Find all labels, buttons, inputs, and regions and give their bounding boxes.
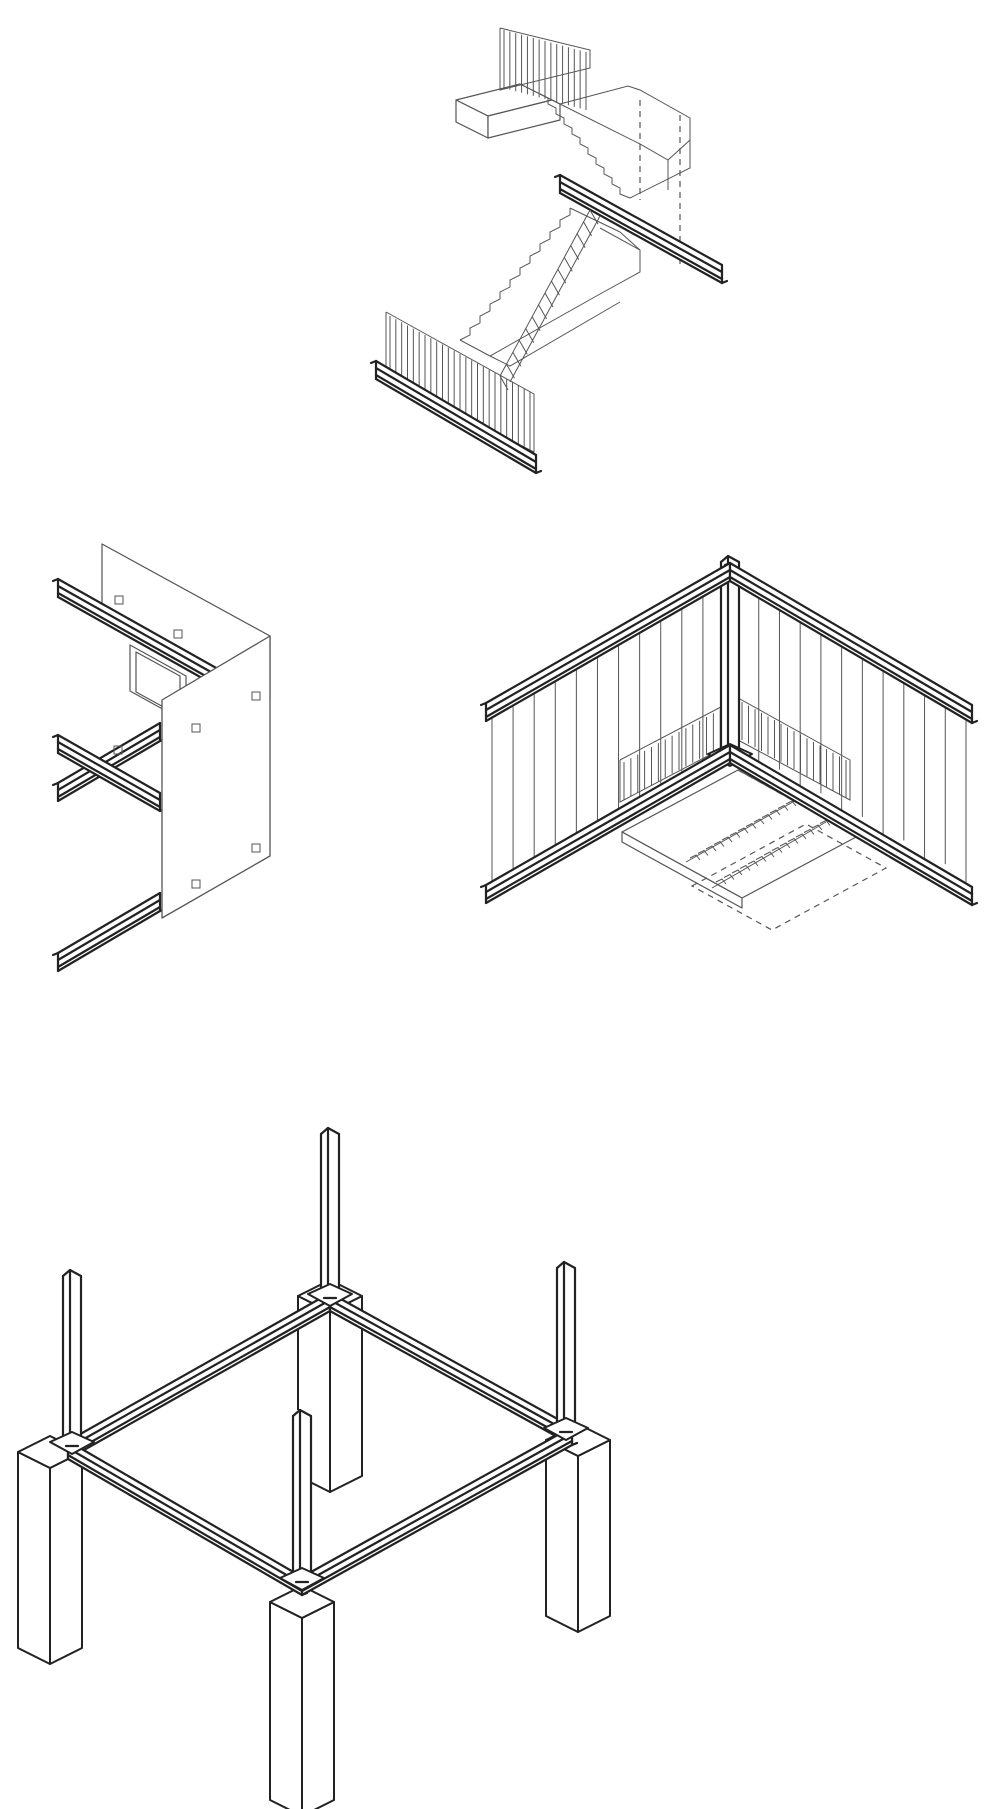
enclosure-top-beam-right [723, 561, 979, 725]
panel-connectors [113, 595, 261, 889]
column-front [279, 1408, 325, 1591]
upper-landing-slab [455, 83, 561, 139]
frame-beam-back-left [61, 1291, 337, 1461]
lower-i-beam [369, 359, 543, 475]
frame-beam-front-right [295, 1425, 579, 1597]
pier-front [269, 1585, 335, 1809]
enclosure-bottom-beam-left [479, 743, 737, 905]
lower-stair-flight [459, 207, 641, 367]
enclosure-bottom-beam-right [723, 743, 979, 907]
frame-module [17, 1126, 611, 1809]
upper-i-beam [553, 173, 729, 285]
column-right [543, 1260, 589, 1441]
panel-beam-top [51, 577, 225, 689]
column-back [307, 1126, 353, 1307]
frame-beam-back-right [323, 1291, 579, 1447]
column-left [49, 1268, 95, 1455]
upper-stair-flight [539, 85, 691, 199]
front-panel [161, 635, 271, 919]
stair-handrail [499, 209, 601, 391]
panel-beam-mid-cross [51, 733, 167, 813]
panel-beam-low [51, 891, 167, 973]
lower-guard-rail [385, 311, 535, 453]
stair-module [369, 27, 729, 475]
enclosure-module [479, 554, 979, 931]
wall-panel-module [51, 543, 271, 973]
panel-beam-mid [51, 721, 167, 803]
enclosure-top-beam-left [479, 561, 737, 723]
pier-left [17, 1435, 83, 1665]
frame-beam-front-left [61, 1439, 309, 1597]
upper-guard-rail [499, 27, 591, 110]
enclosure-guard-rail [619, 697, 851, 803]
